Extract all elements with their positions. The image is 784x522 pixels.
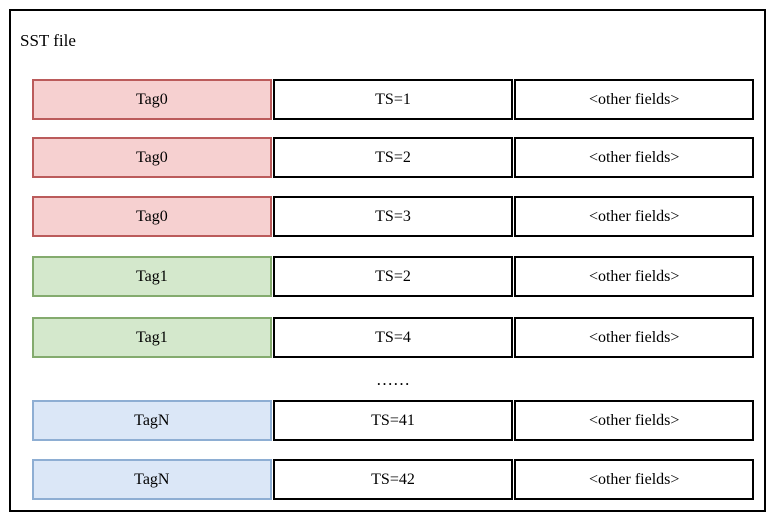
record-timestamp-cell: TS=3 xyxy=(272,196,514,237)
record-timestamp-cell: TS=41 xyxy=(272,400,514,441)
record-timestamp-cell: TS=2 xyxy=(272,137,514,178)
record-timestamp-cell: TS=42 xyxy=(272,459,514,500)
record-tag-cell: Tag0 xyxy=(32,196,272,237)
record-other-fields-cell: <other fields> xyxy=(514,137,755,178)
record-other-fields-cell: <other fields> xyxy=(514,317,755,358)
ellipsis-row: …… xyxy=(32,367,754,391)
page-title: SST file xyxy=(20,31,76,50)
record-other-fields-cell: <other fields> xyxy=(514,400,755,441)
record-timestamp-cell: TS=1 xyxy=(272,79,514,120)
record-other-fields-cell: <other fields> xyxy=(514,256,755,297)
record-timestamp-cell: TS=4 xyxy=(272,317,514,358)
record-tag-cell: Tag0 xyxy=(32,79,272,120)
ellipsis-label: …… xyxy=(376,369,410,389)
record-tag-cell: TagN xyxy=(32,400,272,441)
record-tag-cell: Tag0 xyxy=(32,137,272,178)
record-other-fields-cell: <other fields> xyxy=(514,459,755,500)
record-other-fields-cell: <other fields> xyxy=(514,79,755,120)
record-timestamp-cell: TS=2 xyxy=(272,256,514,297)
record-other-fields-cell: <other fields> xyxy=(514,196,755,237)
record-tag-cell: Tag1 xyxy=(32,256,272,297)
record-tag-cell: TagN xyxy=(32,459,272,500)
record-tag-cell: Tag1 xyxy=(32,317,272,358)
